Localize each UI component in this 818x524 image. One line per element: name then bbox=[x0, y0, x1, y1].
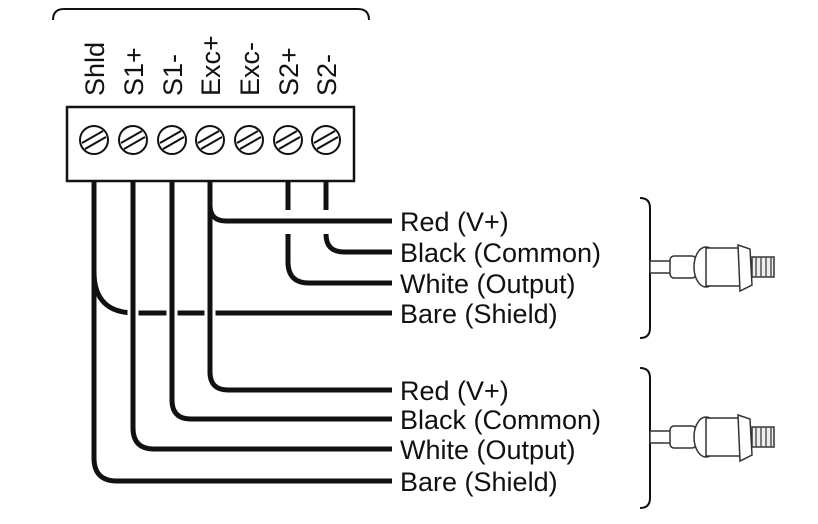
wire-shld-upper-bare bbox=[91, 181, 392, 316]
label-white: White (Output) bbox=[400, 435, 576, 465]
wire-s2-minus bbox=[323, 181, 392, 255]
label-white: White (Output) bbox=[400, 269, 576, 299]
screw-icon bbox=[79, 125, 109, 155]
terminal-label-exc-minus: Exc- bbox=[235, 42, 265, 96]
terminal-label-s2-plus: S2+ bbox=[274, 47, 304, 96]
screw-icon bbox=[157, 125, 187, 155]
terminal-labels: Shld S1+ S1- Exc+ Exc- S2+ S2- bbox=[80, 35, 342, 96]
pressure-sensor-icon bbox=[639, 197, 775, 339]
screw-icon bbox=[234, 125, 264, 155]
label-black: Black (Common) bbox=[400, 238, 601, 268]
label-bare: Bare (Shield) bbox=[400, 467, 558, 497]
terminal-label-shld: Shld bbox=[80, 42, 110, 96]
terminal-label-s1-plus: S1+ bbox=[119, 47, 149, 96]
wire-s1-minus bbox=[169, 181, 392, 422]
sensor-1-wire-labels: Red (V+) Black (Common) White (Output) B… bbox=[400, 376, 601, 497]
terminal-screws bbox=[79, 125, 341, 155]
terminal-label-exc-plus: Exc+ bbox=[196, 35, 226, 96]
screw-icon bbox=[195, 125, 225, 155]
label-black: Black (Common) bbox=[400, 405, 601, 435]
wire-exc-plus-upper-red bbox=[207, 181, 392, 224]
pressure-sensor-icon bbox=[639, 367, 775, 509]
wire-s1-plus bbox=[130, 181, 392, 452]
sensor-2-wire-labels: Red (V+) Black (Common) White (Output) B… bbox=[400, 207, 601, 329]
label-red: Red (V+) bbox=[400, 207, 509, 237]
wires bbox=[91, 181, 392, 484]
label-red: Red (V+) bbox=[400, 376, 509, 406]
wire-exc-plus-lower-red bbox=[207, 205, 392, 393]
terminal-label-s1-minus: S1- bbox=[158, 54, 188, 96]
wire-s2-plus bbox=[285, 181, 392, 286]
top-brace bbox=[52, 8, 370, 21]
wire-shld-lower-bare bbox=[91, 272, 392, 484]
label-bare: Bare (Shield) bbox=[400, 299, 558, 329]
screw-icon bbox=[273, 125, 303, 155]
screw-icon bbox=[311, 125, 341, 155]
screw-icon bbox=[118, 125, 148, 155]
terminal-label-s2-minus: S2- bbox=[312, 54, 342, 96]
